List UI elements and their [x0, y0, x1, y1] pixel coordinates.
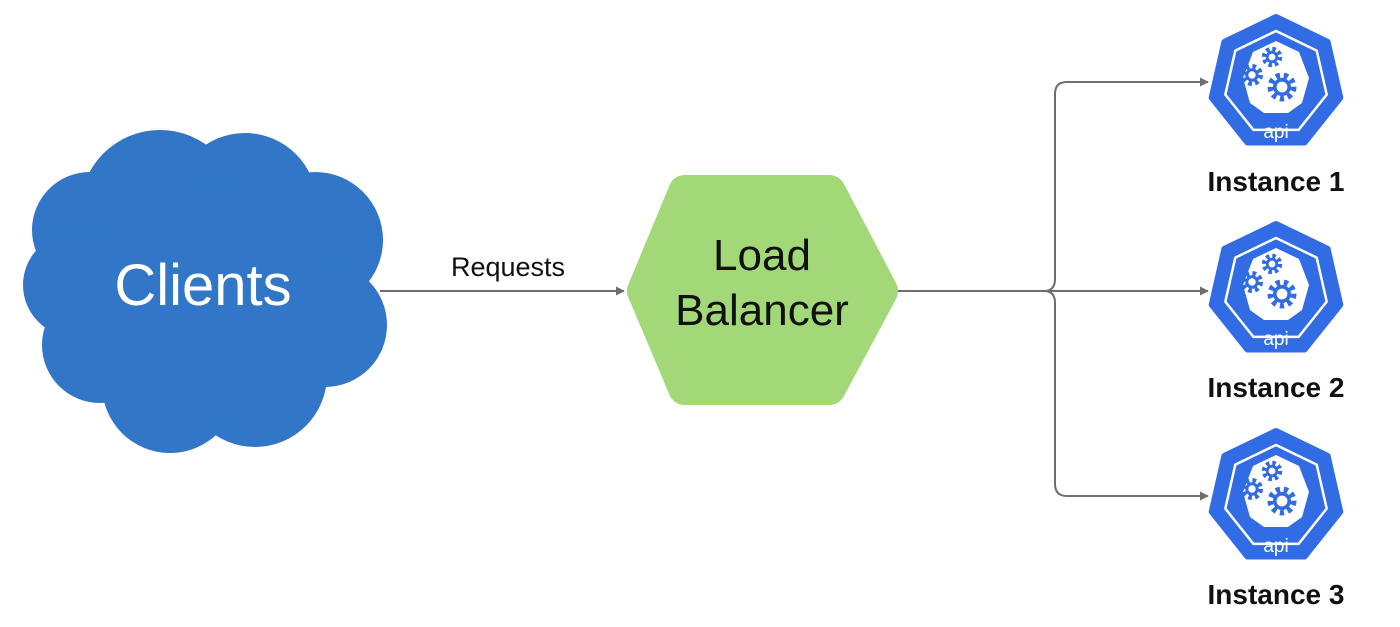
requests-edge-label: Requests [451, 252, 565, 282]
api-icon-label: api [1263, 122, 1288, 143]
instance-3-node: api Instance 3 [1208, 431, 1345, 610]
instance-3-label: Instance 3 [1208, 579, 1345, 610]
load-balancer-label-line2: Balancer [675, 286, 849, 335]
clients-node: Clients [23, 130, 387, 453]
clients-label: Clients [114, 253, 291, 318]
api-icon-label: api [1263, 536, 1288, 557]
fan-out-connectors [898, 77, 1209, 501]
edge-to-instance-1 [1043, 77, 1209, 292]
edge-clients-to-load-balancer: Requests [380, 252, 625, 296]
load-balancer-node: Load Balancer [627, 175, 898, 405]
load-balancer-label-line1: Load [713, 231, 811, 280]
instance-2-label: Instance 2 [1208, 372, 1345, 403]
cloud-shape [23, 130, 387, 453]
edge-to-instance-3 [1043, 290, 1209, 501]
api-icon-label: api [1263, 329, 1288, 350]
hexagon-shape [627, 175, 898, 405]
instance-1-label: Instance 1 [1208, 166, 1345, 197]
instance-1-node: api Instance 1 [1208, 17, 1345, 197]
instance-2-node: api Instance 2 [1208, 224, 1345, 403]
